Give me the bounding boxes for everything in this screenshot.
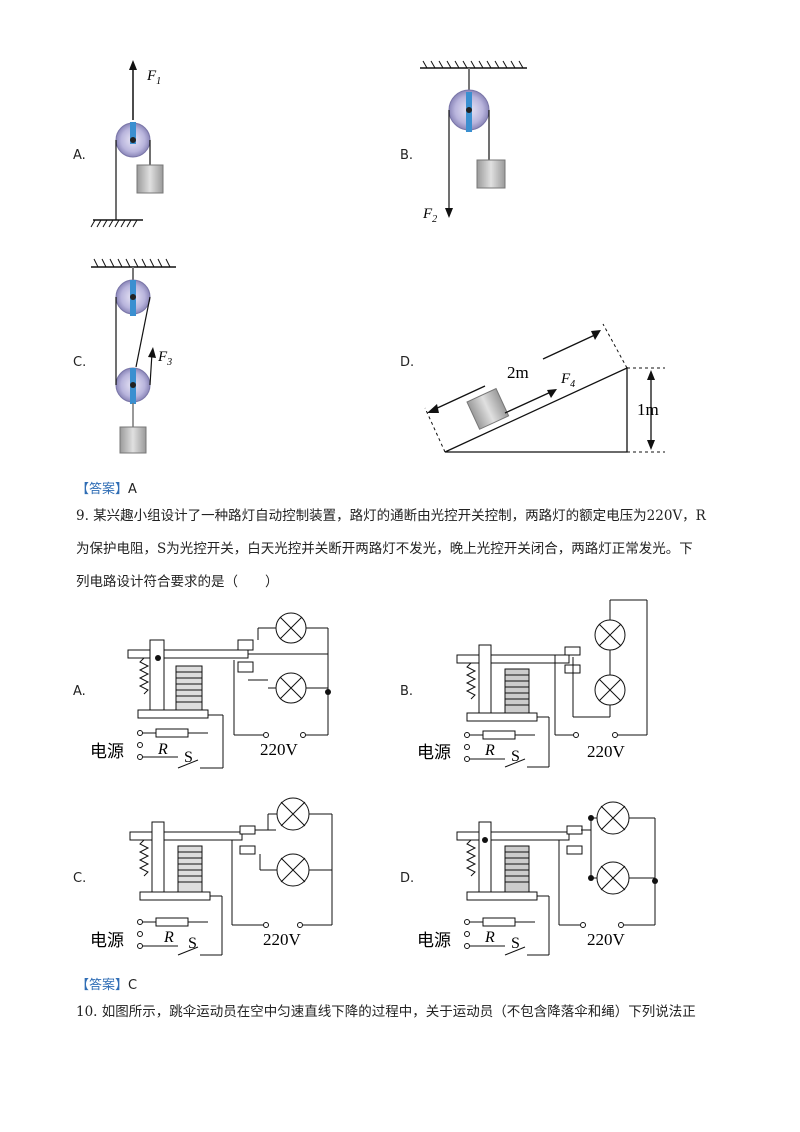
pulley-diagram-b: F2: [420, 60, 527, 225]
power-source-label: 电源: [417, 743, 451, 763]
q9-answer: 【答案】C: [76, 974, 137, 993]
q9-option-b-label: B.: [400, 684, 414, 699]
answer-value: C: [128, 978, 138, 993]
q9-option-c-label: C.: [73, 871, 87, 886]
force-label-f4: F4: [560, 371, 575, 390]
slope-length-label: 2m: [507, 363, 529, 382]
option-d-label: D.: [400, 355, 415, 370]
pulley-diagram-c: F3: [91, 258, 176, 454]
q9-line-3: 列电路设计符合要求的是（ ）: [76, 574, 279, 590]
power-source-label: 电源: [417, 931, 451, 951]
force-label-f2: F2: [422, 206, 437, 225]
q9-line-1: 9. 某兴趣小组设计了一种路灯自动控制装置，路灯的通断由光控开关控制，两路灯的额…: [76, 508, 706, 524]
option-a-label: A.: [73, 148, 86, 163]
resistor-label: R: [163, 929, 174, 946]
answer-value: A: [128, 482, 137, 497]
option-b-label: B.: [400, 148, 414, 163]
option-c-label: C.: [73, 355, 87, 370]
q8-answer: 【答案】A: [76, 478, 137, 497]
voltage-label: 220V: [587, 742, 626, 761]
switch-label: S: [511, 748, 520, 765]
force-label-f3: F3: [157, 349, 172, 368]
power-source-label: 电源: [90, 742, 124, 762]
switch-label: S: [184, 749, 193, 766]
circuit-c: 220V 电源 R S: [90, 797, 333, 956]
q9-option-a-label: A.: [73, 684, 86, 699]
question-9-text: 9. 某兴趣小组设计了一种路灯自动控制装置，路灯的通断由光控开关控制，两路灯的额…: [76, 500, 776, 599]
circuit-b: 220V 电源 R S: [417, 599, 648, 768]
incline-diagram-d: 1m 2m F4: [424, 323, 665, 453]
switch-label: S: [188, 935, 197, 952]
circuit-d: 220V 电源 R S: [417, 801, 658, 956]
circuit-a: 220V 电源 R S: [90, 612, 331, 769]
q9-option-d-label: D.: [400, 871, 415, 886]
force-label-f1: F1: [146, 68, 161, 87]
q9-line-2: 为保护电阻，S为光控开关，白天光控并关断开两路灯不发光，晚上光控开关闭合，两路灯…: [76, 541, 693, 557]
resistor-label: R: [157, 741, 168, 758]
voltage-label: 220V: [263, 930, 302, 949]
voltage-label: 220V: [587, 930, 626, 949]
answer-tag: 【答案】: [76, 978, 129, 993]
resistor-label: R: [484, 929, 495, 946]
voltage-label: 220V: [260, 740, 299, 759]
resistor-label: R: [484, 742, 495, 759]
power-source-label: 电源: [90, 931, 124, 951]
height-label: 1m: [637, 400, 659, 419]
switch-label: S: [511, 935, 520, 952]
question-10-text: 10. 如图所示，跳伞运动员在空中匀速直线下降的过程中，关于运动员（不包含降落伞…: [76, 1004, 696, 1020]
pulley-diagram-a: F1: [90, 60, 164, 228]
answer-tag: 【答案】: [76, 482, 129, 497]
